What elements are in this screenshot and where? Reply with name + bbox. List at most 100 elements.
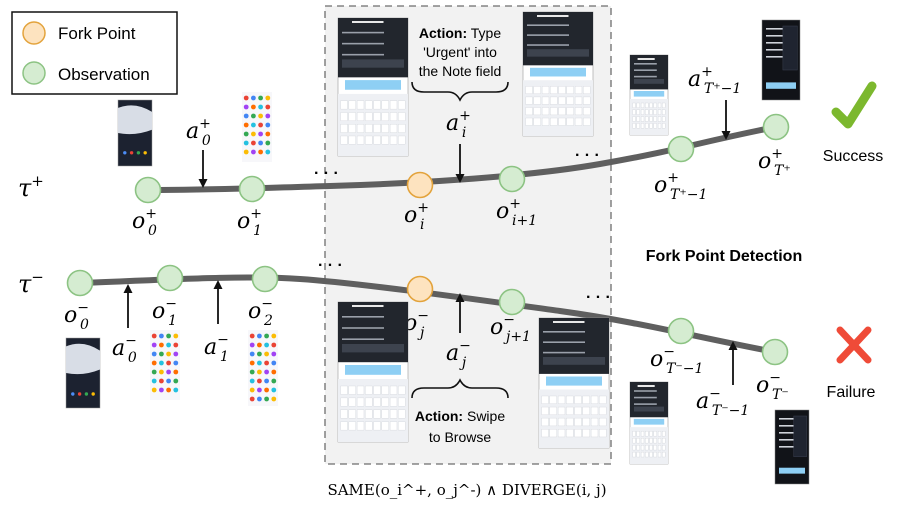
form-primary-button	[345, 80, 401, 90]
negative-action-label-1-base: a	[204, 335, 217, 360]
form-field-line	[634, 63, 657, 65]
app-icon	[159, 351, 164, 357]
keyboard-key	[636, 123, 640, 129]
bottom-action-line-1: Action: Swipe	[415, 408, 505, 424]
app-icon	[173, 342, 179, 348]
success-label: Success	[823, 148, 883, 165]
positive-obs-label-5-base: o	[758, 149, 771, 174]
keyboard-key	[599, 428, 607, 438]
positive-node-2-fork	[406, 171, 434, 199]
negative-action-label-2-sub: j	[459, 355, 467, 371]
keyboard-key	[356, 385, 365, 395]
keyboard-key	[533, 96, 541, 105]
app-icon	[151, 387, 157, 393]
dark-text-line	[779, 446, 796, 448]
dock-app-icon	[91, 392, 95, 396]
form-field-line	[634, 396, 657, 399]
keyboard-key	[645, 444, 649, 451]
keyboard-key	[640, 109, 645, 115]
app-icon	[264, 369, 269, 375]
keyboard-key	[557, 395, 566, 404]
form-title-line	[637, 58, 655, 60]
negative-action-label-1-sub: 1	[220, 349, 229, 365]
app-icon	[173, 378, 179, 384]
keyboard-key	[636, 116, 640, 122]
keyboard-key	[583, 107, 591, 116]
keyboard-key	[348, 397, 356, 407]
keyboard-key	[533, 107, 541, 116]
form-primary-button	[345, 365, 401, 375]
app-icon	[151, 378, 157, 384]
negative-obs-label-6: o−T⁻	[756, 370, 789, 403]
dark-action-bar	[779, 467, 805, 474]
form-field-line	[543, 351, 585, 354]
keyboard-key	[632, 444, 636, 451]
app-icon	[258, 104, 263, 110]
keyboard-key	[525, 107, 533, 116]
positive-obs-label-1: o+1	[237, 206, 262, 239]
positive-action-label-2-sup: +	[701, 64, 713, 80]
keyboard-key	[653, 123, 657, 129]
keyboard-key	[574, 395, 582, 404]
keyboard-key	[582, 428, 590, 438]
keyboard-key	[645, 431, 649, 437]
keyboard-area	[338, 93, 408, 156]
keyboard-key	[649, 431, 653, 437]
keyboard-key	[381, 409, 389, 419]
app-icon	[243, 104, 249, 110]
top-action-line-2: 'Urgent' into	[423, 44, 497, 60]
dark-text-line	[779, 432, 796, 434]
negative-obs-label-0: o−0	[64, 300, 89, 333]
app-icon	[251, 140, 256, 146]
keyboard-key	[389, 112, 398, 121]
negative-node-0	[66, 269, 94, 297]
keyboard-key	[525, 117, 533, 126]
positive-action-label-0-sub: 0	[202, 133, 211, 149]
keyboard-key	[389, 135, 398, 145]
keyboard-key	[541, 417, 549, 427]
form-field-line	[527, 34, 569, 36]
positive-obs-label-5: o+T⁺	[758, 146, 791, 179]
keyboard-key	[558, 117, 566, 126]
keyboard-key	[662, 431, 666, 437]
app-icon	[265, 113, 271, 119]
app-icon	[151, 342, 157, 348]
negative-action-label-1-sup: −	[217, 332, 229, 348]
phone-screenshot-8	[248, 330, 278, 406]
app-icon	[173, 369, 179, 375]
keyboard-key	[373, 385, 381, 395]
form-field-line	[543, 341, 585, 343]
positive-obs-label-0: o+0	[132, 206, 157, 239]
form-field-line	[342, 53, 384, 56]
negative-action-label-1: a−1	[204, 332, 229, 365]
legend-observation-label: Observation	[58, 65, 150, 84]
keyboard-key	[389, 421, 398, 431]
keyboard-key	[657, 451, 662, 458]
keyboard-key	[550, 96, 558, 105]
keyboard-key	[653, 438, 657, 444]
negative-node-5	[667, 317, 695, 345]
positive-action-label-2: a+T⁺−1	[688, 64, 741, 97]
keyboard-key	[549, 395, 557, 404]
bottom-action-heading: Action:	[415, 408, 463, 424]
keyboard-key	[525, 86, 533, 94]
app-icon	[166, 360, 172, 366]
keyboard-key	[574, 428, 582, 438]
form-chip-row	[634, 406, 664, 412]
positive-obs-label-3: o+i+1	[496, 196, 537, 229]
app-icon	[264, 351, 269, 357]
form-field-line	[634, 69, 657, 71]
keyboard-key	[348, 421, 356, 431]
app-icon	[151, 333, 157, 339]
app-icon	[264, 396, 269, 402]
app-icon	[265, 140, 271, 146]
keyboard-key	[645, 438, 649, 444]
positive-node-0	[134, 176, 162, 204]
dock-app-icon	[123, 151, 127, 155]
negative-trajectory-symbol: τ−	[18, 268, 44, 298]
keyboard-key	[566, 96, 574, 105]
keyboard-key	[389, 100, 398, 110]
positive-obs-label-1-base: o	[237, 209, 250, 234]
